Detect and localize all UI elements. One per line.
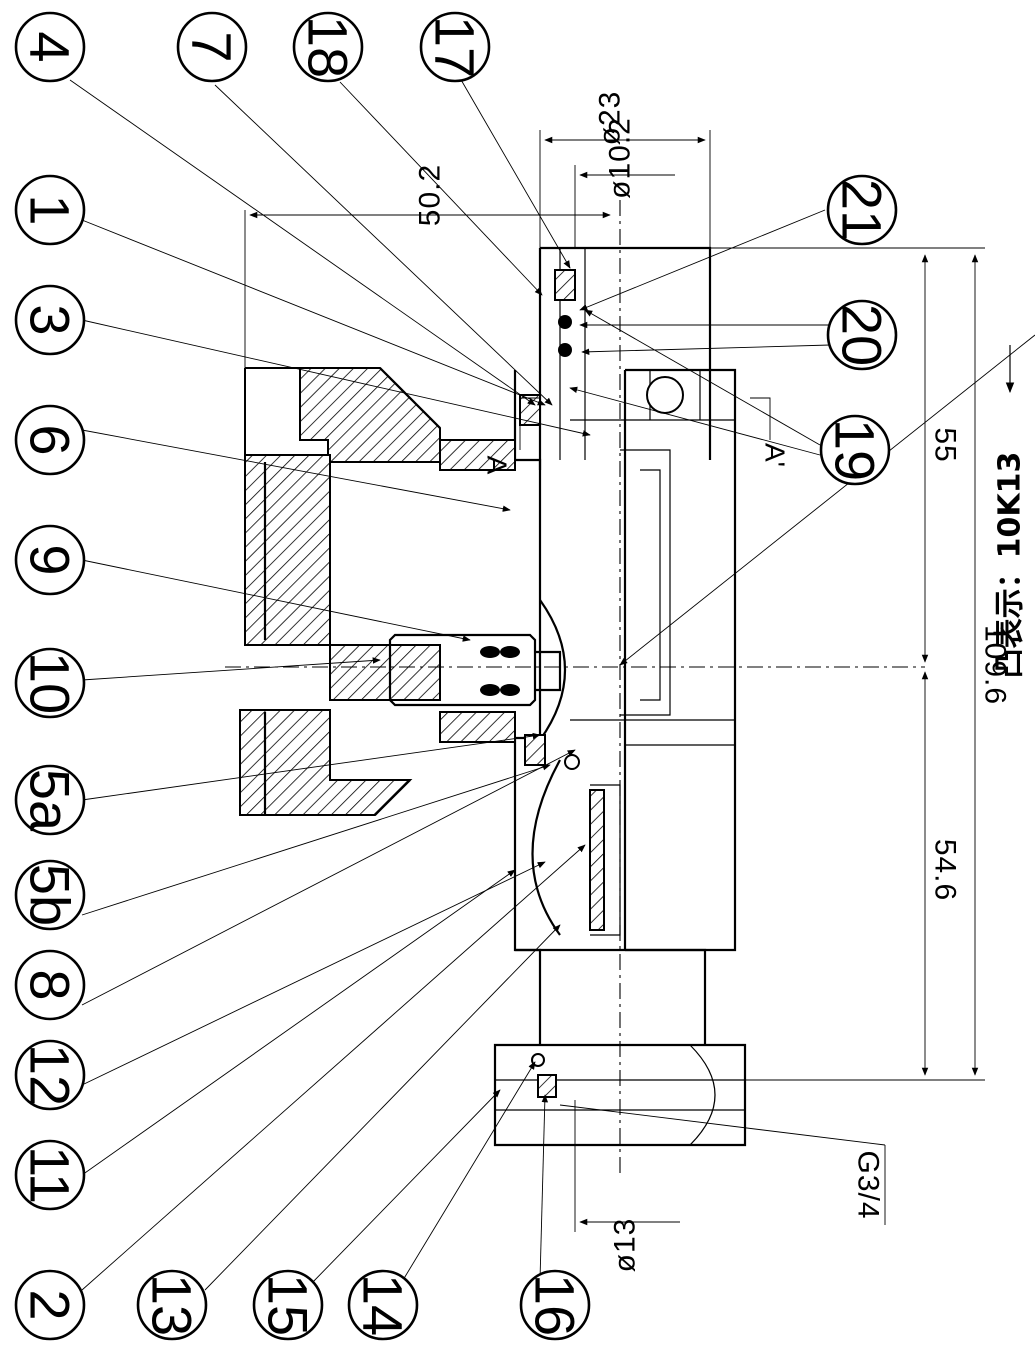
balloon-16: 16 <box>519 1269 591 1341</box>
dimension-lines <box>244 130 1015 1232</box>
balloon-label: 13 <box>141 1274 204 1336</box>
balloon-3: 3 <box>14 284 86 356</box>
balloon-label: 16 <box>524 1274 587 1336</box>
dim-d10-2: ø10.2 <box>604 117 637 199</box>
balloon-label: 15 <box>257 1274 320 1336</box>
balloon-label: 3 <box>19 304 82 335</box>
balloon-label: 19 <box>824 419 887 481</box>
balloon-10: 10 <box>14 647 86 719</box>
balloon-label: 2 <box>19 1289 82 1320</box>
balloon-15: 15 <box>252 1269 324 1341</box>
balloon-1: 1 <box>14 174 86 246</box>
balloon-19: 19 <box>819 414 891 486</box>
dim-55: 55 <box>929 427 962 462</box>
handle-section <box>239 367 516 816</box>
dim-54-6: 54.6 <box>929 839 962 901</box>
balloon-label: 8 <box>19 969 82 1000</box>
balloon-label: 5b <box>19 864 82 926</box>
balloon-label: 9 <box>19 544 82 575</box>
balloon-9: 9 <box>14 524 86 596</box>
section-a: A <box>482 456 513 475</box>
balloon-label: 12 <box>19 1044 82 1106</box>
balloon-11: 11 <box>14 1139 86 1211</box>
section-a-prime: A' <box>760 443 791 467</box>
balloon-label: 5a <box>19 769 82 832</box>
dim-109-6: 109.6 <box>979 625 1012 705</box>
balloon-14: 14 <box>347 1269 419 1341</box>
leader-lines <box>69 77 1035 1291</box>
balloon-8: 8 <box>14 949 86 1021</box>
dim-d23: ø23 <box>594 91 627 146</box>
balloon-6: 6 <box>14 404 86 476</box>
seals <box>519 269 684 1098</box>
balloon-21: 21 <box>826 174 898 246</box>
dim-d13: ø13 <box>609 1218 642 1273</box>
balloon-7: 7 <box>176 11 248 83</box>
balloon-5b: 5b <box>14 859 86 931</box>
marking-note: 凸表示：10K13 <box>993 452 1028 679</box>
balloon-label: 11 <box>19 1146 82 1204</box>
balloon-label: 7 <box>181 31 244 62</box>
balloon-label: 17 <box>424 16 487 78</box>
balloon-18: 18 <box>292 11 364 83</box>
balloon-5a: 5a <box>14 764 86 836</box>
balloon-label: 20 <box>831 304 894 366</box>
thread-label: G3/4 <box>852 1150 885 1219</box>
balloon-17: 17 <box>419 11 491 83</box>
balloon-label: 4 <box>19 31 82 62</box>
balloon-2: 2 <box>14 1269 86 1341</box>
balloon-label: 14 <box>352 1274 415 1336</box>
balloon-label: 21 <box>831 179 894 241</box>
balloon-label: 10 <box>19 652 82 714</box>
balloon-20: 20 <box>826 299 898 371</box>
balloon-label: 18 <box>297 16 360 78</box>
balloon-13: 13 <box>136 1269 208 1341</box>
balloon-label: 1 <box>19 194 82 225</box>
stem <box>388 599 566 741</box>
balloon-12: 12 <box>14 1039 86 1111</box>
balloon-4: 4 <box>14 11 86 83</box>
dim-50-2: 50.2 <box>414 164 447 226</box>
balloon-label: 6 <box>19 424 82 455</box>
